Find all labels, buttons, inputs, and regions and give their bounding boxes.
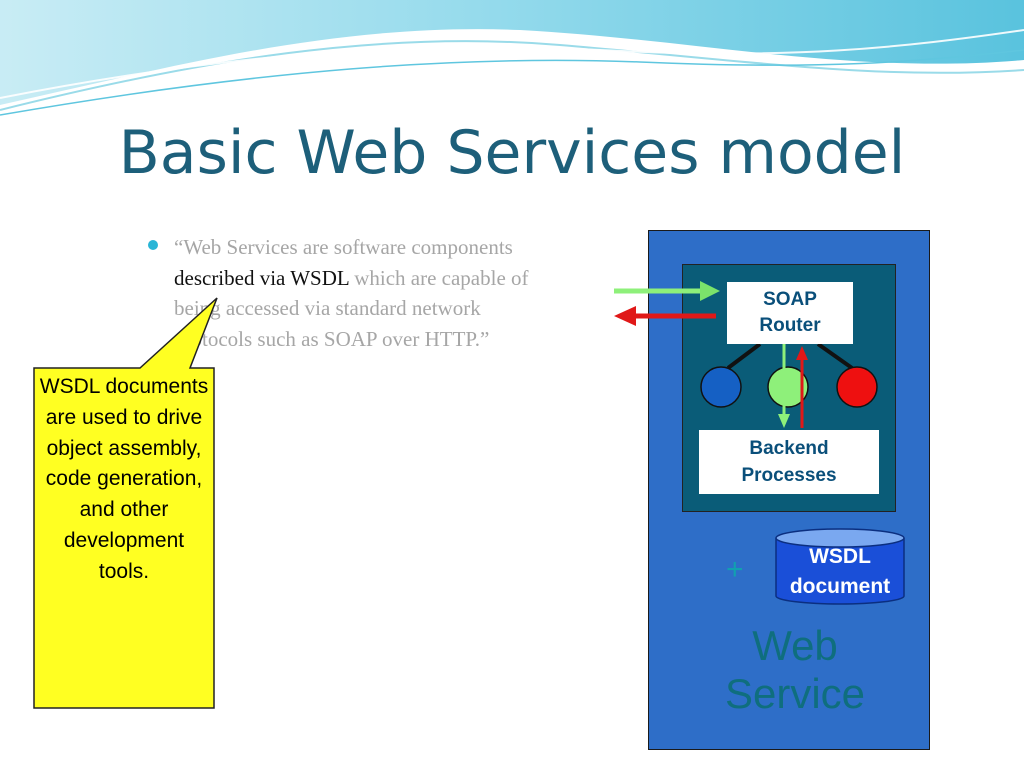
bullet-icon (148, 240, 158, 250)
web-service-label-2: Service (724, 670, 866, 717)
wsdl-label-2: document (789, 575, 891, 598)
node-green (767, 366, 809, 408)
node-blue (700, 366, 742, 408)
wsdl-document-cylinder (775, 528, 905, 605)
quote-text: “Web Services are software components de… (174, 232, 554, 354)
wsdl-label-1: WSDL (809, 545, 871, 568)
header-wave-decoration (0, 0, 1024, 116)
response-arrow (614, 306, 716, 326)
quote-end: which are capable of being accessed via … (174, 265, 529, 351)
request-arrow (614, 281, 720, 301)
up-arrow (796, 346, 808, 428)
soap-router-box: SOAP Router (727, 282, 853, 344)
callout-text: WSDL documents are used to drive object … (39, 375, 209, 583)
node-red (836, 366, 878, 408)
connector-line (726, 342, 762, 370)
down-arrow (778, 344, 790, 428)
plus-sign: + (726, 553, 744, 586)
quote-highlight: described via WSDL (174, 265, 349, 290)
backend-processes-box: Backend Processes (699, 430, 879, 494)
connector-line (816, 342, 854, 370)
backend-label-1: Backend (749, 438, 829, 459)
web-service-label: Web Service (700, 622, 890, 718)
soap-router-label-1: SOAP (763, 289, 817, 310)
quote-start: “Web Services are software components (174, 235, 513, 259)
soap-router-label-2: Router (759, 315, 821, 336)
wsdl-document-label: WSDL document (776, 542, 904, 602)
slide-title: Basic Web Services model (118, 118, 906, 188)
web-service-label-1: Web (752, 622, 838, 669)
backend-label-2: Processes (741, 465, 837, 486)
